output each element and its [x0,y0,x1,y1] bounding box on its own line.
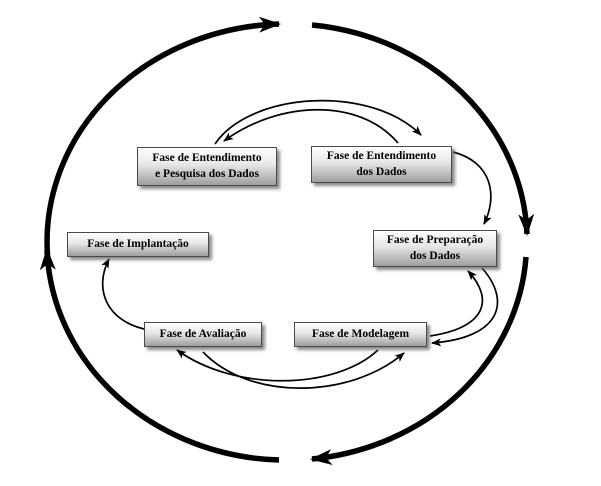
arrow-modelagem-to-avaliacao [176,349,379,382]
arrow-modelagem-to-preparacao [429,270,484,337]
node-fase-avaliacao: Fase de Avaliação [144,322,262,347]
arrow-entendimento-to-pesquisa [223,109,399,144]
outer-arc-right-to-bottom [310,256,529,466]
node-label: Fase de Entendimento e Pesquisa dos Dado… [152,151,262,180]
outer-arc-left-to-top [44,16,281,262]
arrow-avaliacao-to-implantacao [101,258,150,331]
node-label: Fase de Implantação [87,237,189,250]
outer-arc-bottom-to-left [39,248,280,463]
node-fase-implantacao: Fase de Implantação [67,232,209,257]
arrow-pesquisa-to-entendimento [214,99,422,145]
node-fase-modelagem: Fase de Modelagem [294,322,427,347]
outer-arc-top-to-right [311,22,535,236]
node-label: Fase de Avaliação [159,327,247,340]
arrow-entendimento-to-preparacao [452,151,492,225]
node-label: Fase de Entendimento dos Dados [326,149,437,178]
node-fase-entendimento-pesquisa-dados: Fase de Entendimento e Pesquisa dos Dado… [137,147,277,186]
node-fase-entendimento-dados: Fase de Entendimento dos Dados [311,146,452,183]
node-label: Fase de Preparação dos Dados [386,233,484,262]
node-label: Fase de Modelagem [311,327,410,340]
node-fase-preparacao-dados: Fase de Preparação dos Dados [373,230,497,267]
arrow-preparacao-to-modelagem [431,267,499,347]
arrow-avaliacao-to-modelagem [202,351,405,389]
